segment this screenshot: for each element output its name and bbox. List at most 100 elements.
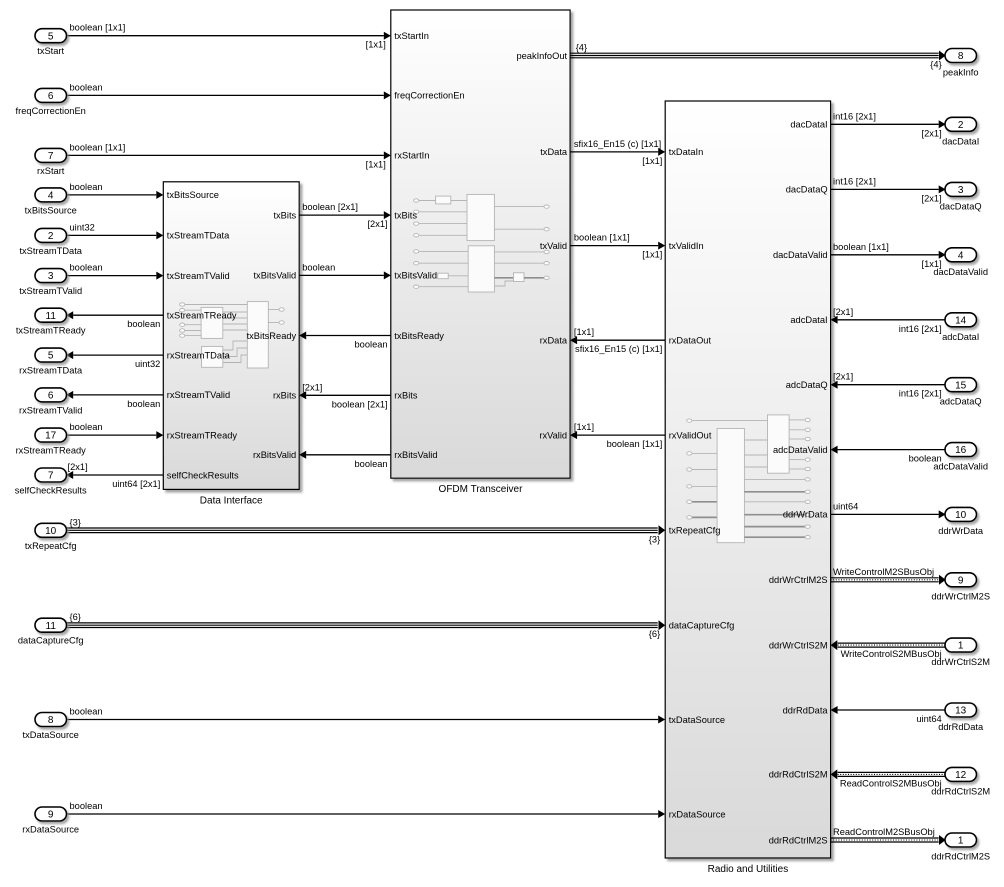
block-port-label: txDataIn xyxy=(669,147,704,157)
signal-ddrRdCtrlS2M[interactable] xyxy=(837,771,946,778)
port-number: 3 xyxy=(48,271,54,282)
port-rxStreamTReady[interactable] xyxy=(34,427,68,443)
port-peakInfo[interactable] xyxy=(944,47,978,64)
signal-dim-label: [1x1] xyxy=(922,259,942,269)
port-name-label: ddrWrData xyxy=(938,526,984,536)
arrowhead xyxy=(570,431,578,440)
port-adcDataValid[interactable] xyxy=(944,441,978,458)
port-name-label: dacDataValid xyxy=(933,267,988,277)
block-port-label: ddrWrCtrlM2S xyxy=(769,575,828,585)
block-port-label: txRepeatCfg xyxy=(669,526,721,536)
signal-ddrRdCtrlM2S[interactable] xyxy=(830,837,939,843)
preview-port-stub xyxy=(804,499,811,504)
arrowhead xyxy=(938,510,946,519)
signal-dim-label: [2x1] xyxy=(922,128,942,138)
port-name-label: selfCheckResults xyxy=(15,486,87,496)
signal-dim-label: boolean xyxy=(355,340,388,350)
port-ddrRdCtrlS2M[interactable] xyxy=(944,766,978,783)
arrowhead xyxy=(830,769,838,780)
port-number: 10 xyxy=(955,510,967,521)
port-ddrRdData[interactable] xyxy=(944,702,978,718)
block-port-label: txValid xyxy=(540,241,567,251)
preview-block xyxy=(716,428,745,544)
port-selfCheckResults[interactable] xyxy=(34,467,68,483)
signal-ddrWrCtrlM2S[interactable] xyxy=(830,577,939,583)
port-ddrWrCtrlM2S[interactable] xyxy=(944,571,978,588)
signal-dataCaptureCfg[interactable] xyxy=(66,622,658,629)
port-name-label: rxStreamTValid xyxy=(19,405,82,415)
preview-port-stub xyxy=(179,308,186,313)
port-adcDataI[interactable] xyxy=(944,311,978,328)
port-txStart[interactable] xyxy=(34,27,68,44)
block-port-label: rxData xyxy=(540,336,568,346)
port-dacDataQ[interactable] xyxy=(944,181,978,198)
block-port-label: txBitsValid xyxy=(394,271,437,281)
preview-port-stub xyxy=(543,204,550,209)
arrowhead xyxy=(383,211,391,220)
port-number: 7 xyxy=(48,151,54,162)
port-name-label: txRepeatCfg xyxy=(25,541,77,551)
preview-line xyxy=(494,280,514,287)
signal-type-label: ReadControlM2SBusObj xyxy=(833,827,935,837)
arrowhead xyxy=(66,351,74,360)
signal-type-label: int16 [2x1] xyxy=(833,176,876,186)
port-txDataSource[interactable] xyxy=(34,711,68,728)
block-port-label: adcDataQ xyxy=(786,380,828,390)
preview-port-stub xyxy=(543,227,550,232)
port-txStreamTReady[interactable] xyxy=(34,307,68,324)
signal-dim-label: [1x1] xyxy=(366,159,386,169)
port-ddrWrData[interactable] xyxy=(944,506,978,523)
port-name-label: ddrWrCtrlS2M xyxy=(931,657,990,667)
port-dacDataI[interactable] xyxy=(944,116,978,133)
port-ddrRdCtrlM2S[interactable] xyxy=(944,832,978,848)
signal-peakInfo[interactable] xyxy=(570,52,939,59)
preview-port-stub xyxy=(543,249,550,255)
port-ddrWrCtrlS2M[interactable] xyxy=(944,637,978,653)
block-port-label: rxBitsValid xyxy=(394,450,437,460)
signal-dim-label: boolean [2x1] xyxy=(332,399,388,409)
signal-dim-label: boolean [1x1] xyxy=(607,439,663,449)
port-dacDataValid[interactable] xyxy=(944,247,978,263)
port-freqCorrectionEn[interactable] xyxy=(34,87,68,104)
preview-port-stub xyxy=(179,302,186,307)
arrowhead xyxy=(658,810,666,818)
block-port-label: dacDataI xyxy=(790,120,827,130)
arrowhead xyxy=(66,471,74,479)
port-rxStreamTValid[interactable] xyxy=(34,387,68,403)
signal-type-label: boolean xyxy=(127,319,160,329)
preview-block xyxy=(513,272,525,282)
port-name-label: rxStreamTData xyxy=(19,366,83,376)
preview-port-stub xyxy=(179,333,186,338)
port-dataCaptureCfg[interactable] xyxy=(34,617,68,634)
port-rxStreamTData[interactable] xyxy=(34,347,68,363)
port-rxStart[interactable] xyxy=(34,147,68,164)
preview-port-stub xyxy=(686,515,693,520)
signal-type-label: boolean xyxy=(70,707,103,717)
port-name-label: ddrRdCtrlM2S xyxy=(931,852,990,862)
port-name-label: adcDataValid xyxy=(933,462,988,472)
arrowhead xyxy=(156,231,164,240)
preview-port-stub xyxy=(179,322,186,327)
port-txStreamTData[interactable] xyxy=(34,227,68,244)
preview-port-stub xyxy=(413,221,420,226)
port-adcDataQ[interactable] xyxy=(944,376,978,393)
preview-port-stub xyxy=(686,467,693,472)
signal-txRepeatCfg[interactable] xyxy=(66,527,658,534)
port-name-label: rxStreamTReady xyxy=(16,446,87,456)
signal-dim-label: {6} xyxy=(649,629,660,639)
block-ofdm-transceiver[interactable] xyxy=(390,9,571,479)
port-name-label: freqCorrectionEn xyxy=(16,106,86,116)
port-number: 4 xyxy=(48,191,54,202)
port-rxDataSource[interactable] xyxy=(34,806,68,822)
preview-port-stub xyxy=(804,524,811,529)
preview-line xyxy=(222,354,248,363)
block-port-label: txStreamTValid xyxy=(167,271,230,281)
signal-ddrWrCtrlS2M[interactable] xyxy=(837,642,946,648)
port-txStreamTValid[interactable] xyxy=(34,267,68,284)
port-name-label: txStreamTData xyxy=(19,246,82,256)
port-number: 13 xyxy=(955,706,967,717)
port-txBitsSource[interactable] xyxy=(34,187,68,203)
port-name-label: peakInfo xyxy=(943,68,979,78)
preview-port-stub xyxy=(413,233,420,238)
port-txRepeatCfg[interactable] xyxy=(34,522,68,539)
